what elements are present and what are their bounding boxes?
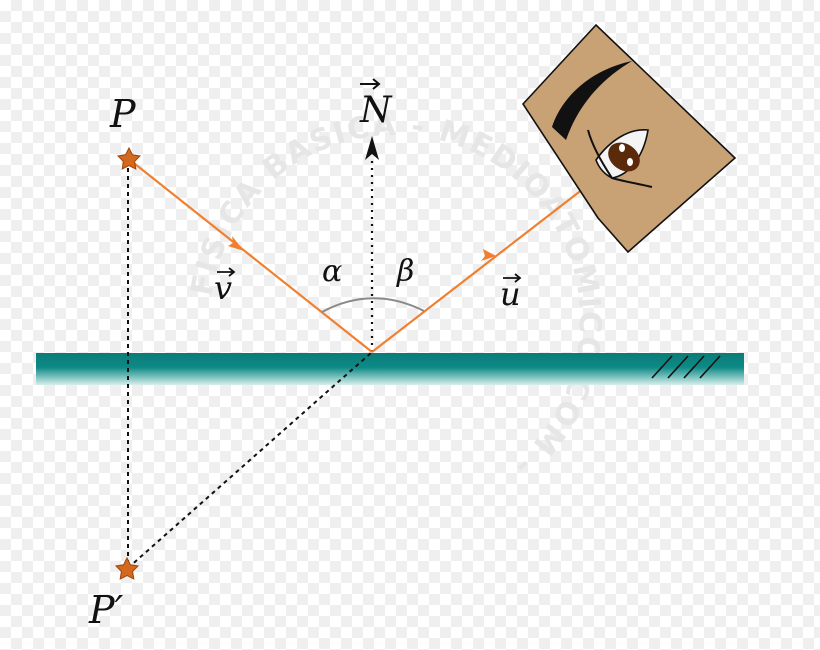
eye-highlight: [619, 144, 625, 152]
angle-arc: [321, 297, 425, 313]
point-star-icon: [116, 146, 142, 170]
watermark-text: FISICA BASICA - MEDIOATOMICO.COM -: [185, 108, 608, 485]
image-point-star-icon: [114, 556, 140, 580]
incident-ray: [129, 159, 373, 353]
reflected-ray-arrow-icon: [481, 249, 496, 261]
eyebrow: [552, 61, 632, 140]
virtual-ray-line: [127, 351, 373, 569]
reflected-ray: [371, 164, 615, 353]
reflected-vector-label: u: [500, 275, 521, 313]
normal-vector-arrow-icon: [360, 78, 381, 90]
mirror-hatch: [651, 355, 721, 379]
incident-vector-label: v: [214, 269, 232, 307]
point-label: P: [109, 92, 137, 136]
image-point-label: P′: [88, 588, 124, 632]
eyelid-line: [587, 129, 653, 188]
watermark-path-text: FISICA BASICA - MEDIOATOMICO.COM -: [185, 108, 606, 485]
eye-highlight-2: [627, 158, 633, 166]
alpha-label: α: [322, 254, 342, 289]
incident-ray-arrow-icon: [228, 236, 244, 251]
normal-arrow-icon: [365, 136, 379, 160]
reflected-vector-arrow-icon: [503, 273, 522, 283]
mirror-surface: [36, 353, 744, 385]
beta-label: β: [396, 254, 414, 289]
mirror: [36, 353, 744, 385]
normal-label: N: [359, 90, 393, 131]
observer-eye-icon: [521, 23, 737, 254]
incident-vector-arrow-icon: [217, 267, 236, 277]
